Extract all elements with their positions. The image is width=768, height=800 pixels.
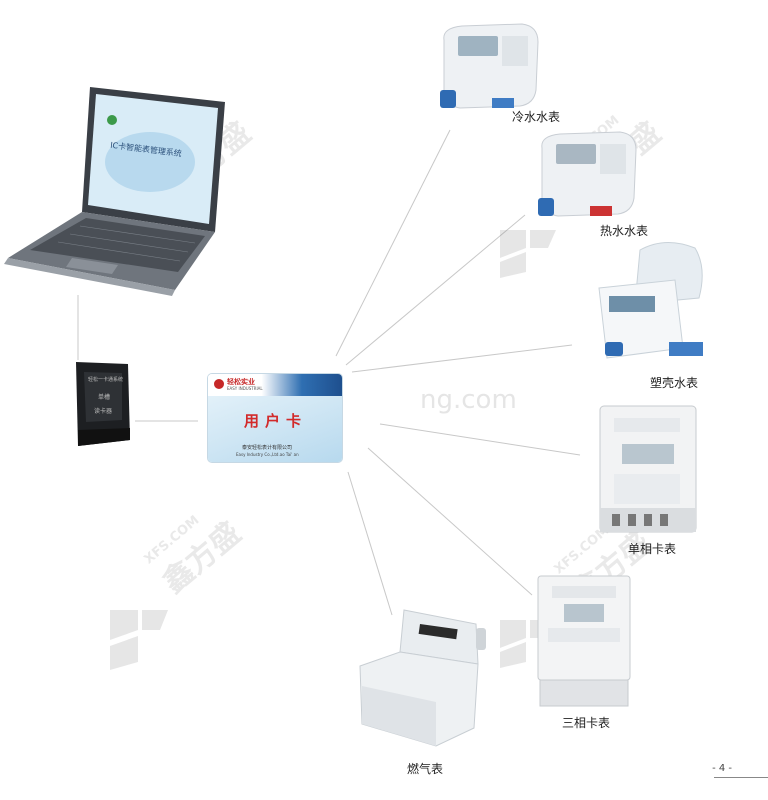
line-card-single [379, 423, 581, 456]
card-brand-en: EASY INDUSTRIAL [227, 386, 263, 391]
cold-water-meter-image [432, 20, 542, 119]
card-company: 泰安轻松表计有限公司 [242, 445, 293, 451]
watermark-center: ng.com [420, 385, 517, 415]
reader-label-2: 单槽 [98, 394, 111, 401]
brand-logo-icon [214, 379, 224, 389]
device-label-single: 单相卡表 [628, 542, 677, 556]
gas-meter-image [356, 606, 491, 760]
watermark-logo [110, 590, 170, 684]
line-card-three [367, 447, 533, 596]
laptop-image: IC卡智能表管理系统 [0, 82, 230, 301]
three-phase-meter-image [534, 574, 634, 713]
card-title: 用户卡 [244, 412, 308, 430]
user-card: 轻松实业 EASY INDUSTRIAL 用户卡 泰安轻松表计有限公司 Easy… [208, 374, 342, 462]
reader-label-3: 读卡器 [94, 408, 113, 415]
card-brand: 轻松实业 [227, 378, 255, 386]
line-card-gas [347, 471, 393, 616]
device-label-three: 三相卡表 [562, 716, 611, 730]
page-number: - 4 - [712, 763, 732, 774]
line-card-plastic [351, 344, 573, 373]
plastic-water-meter-image [595, 238, 710, 372]
device-label-plastic: 塑壳水表 [650, 376, 699, 390]
reader-label-1: 轻松一卡通系统 [88, 377, 124, 383]
page-number-underline [714, 777, 768, 778]
device-label-hot: 热水水表 [600, 224, 649, 238]
device-label-cold: 冷水水表 [512, 110, 561, 124]
single-phase-meter-image [596, 404, 701, 538]
watermark-logo [500, 220, 560, 284]
card-reader-image: 轻松一卡通系统 单槽 读卡器 [70, 360, 132, 448]
line-card-hot [345, 214, 526, 366]
device-label-gas: 燃气表 [407, 762, 444, 776]
line-card-cold [335, 129, 451, 357]
card-company-en: Easy Industry Co.,Ltd.ao Tai' an [236, 452, 299, 457]
hot-water-meter-image [530, 128, 640, 227]
card-header-band [208, 374, 342, 396]
